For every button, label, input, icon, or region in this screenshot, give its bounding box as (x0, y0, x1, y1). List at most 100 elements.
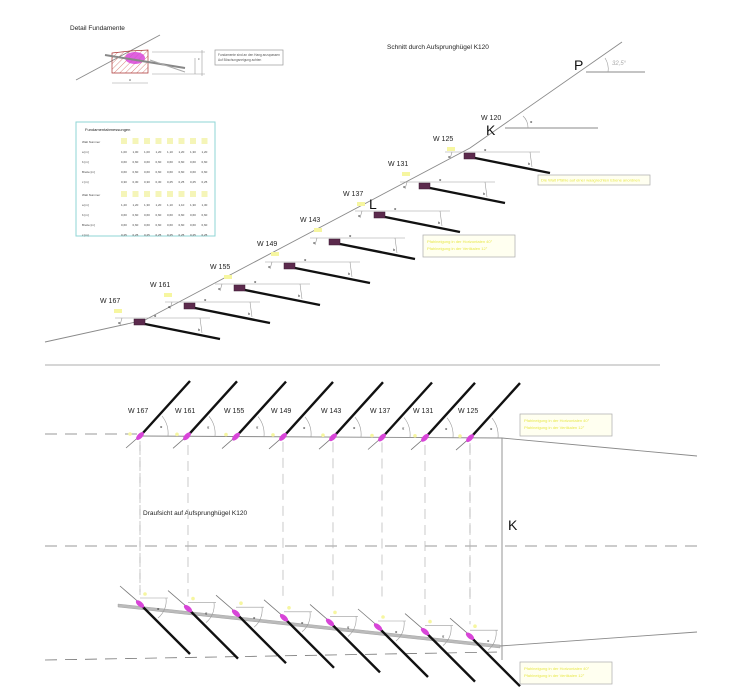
plan-alpha-label: α (160, 424, 163, 429)
angle-arc (349, 261, 353, 278)
table-cell: 0,60 (121, 170, 127, 174)
table-cell: 0,25 (144, 233, 150, 237)
alpha-label: α (349, 233, 352, 238)
wall-tag (224, 275, 232, 279)
angle-arc (299, 283, 303, 300)
table-row-label: a [m] (82, 150, 89, 154)
table-cell: 0,60 (179, 160, 185, 164)
table-row-label: Walt Nummer (82, 140, 100, 144)
table-row-label: b [m] (82, 213, 89, 217)
plan-wall-label: W 137 (370, 408, 390, 415)
plan-tag (128, 432, 132, 436)
table-cell: 0,60 (156, 170, 162, 174)
angle-arc (249, 301, 253, 318)
table-cell: 1,30 (190, 203, 196, 207)
table-cell: 0,60 (179, 170, 185, 174)
plan-point-k: K (508, 517, 518, 533)
table-cell: 0,25 (179, 233, 185, 237)
plan-pile (141, 380, 191, 435)
plan-angle-arc (304, 416, 312, 437)
table-cell: 0,25 (121, 233, 127, 237)
plan-bottom-alpha: α (205, 611, 208, 616)
table-cell: 0,25 (179, 180, 185, 184)
table-cell: 0,25 (167, 180, 173, 184)
plan-tag (458, 434, 462, 438)
table-cell: 1,00 (133, 150, 139, 154)
b-label: b (348, 271, 351, 276)
table-cell: 1,20 (121, 203, 127, 207)
alpha-label: α (358, 213, 361, 218)
table-cell: 0,30 (144, 180, 150, 184)
plan-bottom-flare (499, 631, 698, 647)
b-label: b (483, 191, 486, 196)
table-header-cell (167, 191, 173, 197)
table-cell: 0,60 (133, 160, 139, 164)
pile (189, 305, 271, 325)
table-cell: 0,60 (167, 213, 173, 217)
detail-anchor-rod (104, 54, 186, 69)
alpha-label: α (313, 240, 316, 245)
angle-arc (484, 181, 488, 198)
angle-arc (199, 317, 203, 334)
plan-wall-label: W 143 (321, 408, 341, 415)
note-mid-line: Pfahlneigung in der Horizontalen 40° (427, 239, 493, 244)
table-row-label: c [m] (82, 180, 89, 184)
alpha-label: α (254, 279, 257, 284)
plan-anchor-highlight (183, 432, 191, 441)
angle-arc (169, 301, 173, 310)
section-title: Schnitt durch Aufsprunghügel K120 (387, 44, 489, 51)
plan-wall-label: W 149 (271, 408, 291, 415)
plan-bottom-anchor-highlight (465, 632, 475, 640)
table-cell: 0,60 (133, 170, 139, 174)
plan-anchor-highlight (232, 432, 240, 441)
plan-alpha-label: α (207, 424, 210, 429)
table-cell: 1,10 (179, 203, 185, 207)
table-cell: 0,30 (121, 180, 127, 184)
plan-bottom-tag (381, 615, 385, 619)
alpha-label: α (204, 297, 207, 302)
b-label: b (298, 293, 301, 298)
plan-wall-label: W 125 (458, 408, 478, 415)
plan-bottom-alpha: α (347, 624, 350, 629)
angle-p-label: 32,5° (612, 61, 627, 67)
pile (379, 214, 461, 234)
plan-note-bottom (519, 661, 613, 685)
b-label: b (393, 247, 396, 252)
pile (139, 321, 221, 341)
plan-bottom-alpha: α (253, 615, 256, 620)
plan-pile (426, 381, 476, 437)
table-cell: 1,30 (144, 203, 150, 207)
plan-tag (175, 432, 179, 437)
plan-pile (188, 380, 238, 436)
table-header-cell (144, 191, 150, 197)
angle-arc (529, 151, 533, 168)
table-cell: 0,25 (190, 180, 196, 184)
wall-tag (164, 293, 172, 297)
table-cell: 1,00 (121, 150, 127, 154)
section-wall-label: W 167 (100, 298, 120, 305)
foundation (373, 211, 386, 219)
foundation (328, 238, 341, 246)
alpha-label: α (168, 304, 171, 309)
plan-bottom-arc (487, 630, 497, 651)
section-wall-label: W 137 (343, 191, 363, 198)
table-cell: 1,20 (156, 150, 162, 154)
dim-a-label: a (129, 78, 131, 82)
plan-note-bottom-line: Pfahlneigung in der Vertikalen 12° (524, 673, 585, 678)
table-cell: 0,60 (190, 223, 196, 227)
table-cell: 0,60 (202, 223, 208, 227)
plan-anchor-highlight (466, 434, 474, 443)
table-header-cell (144, 138, 150, 144)
detail-title: Detail Fundamente (70, 25, 125, 32)
detail-anchor-rod-2 (149, 59, 186, 73)
angle-arc (359, 210, 363, 219)
table-cell: 0,30 (156, 180, 162, 184)
plan-bottom-alpha: α (301, 620, 304, 625)
section-wall-label: W 149 (257, 241, 277, 248)
note-mid-line: Pfahlneigung in der Vertikalen 12° (427, 246, 488, 251)
section-view: Schnitt durch Aufsprunghügel K120 32,5° … (44, 41, 651, 343)
wall-tag (271, 252, 279, 256)
plan-note-top-line: Pfahlneigung in der Vertikalen 12° (524, 425, 585, 430)
table-header-cell (155, 191, 162, 197)
plan-top-flare (501, 437, 698, 457)
